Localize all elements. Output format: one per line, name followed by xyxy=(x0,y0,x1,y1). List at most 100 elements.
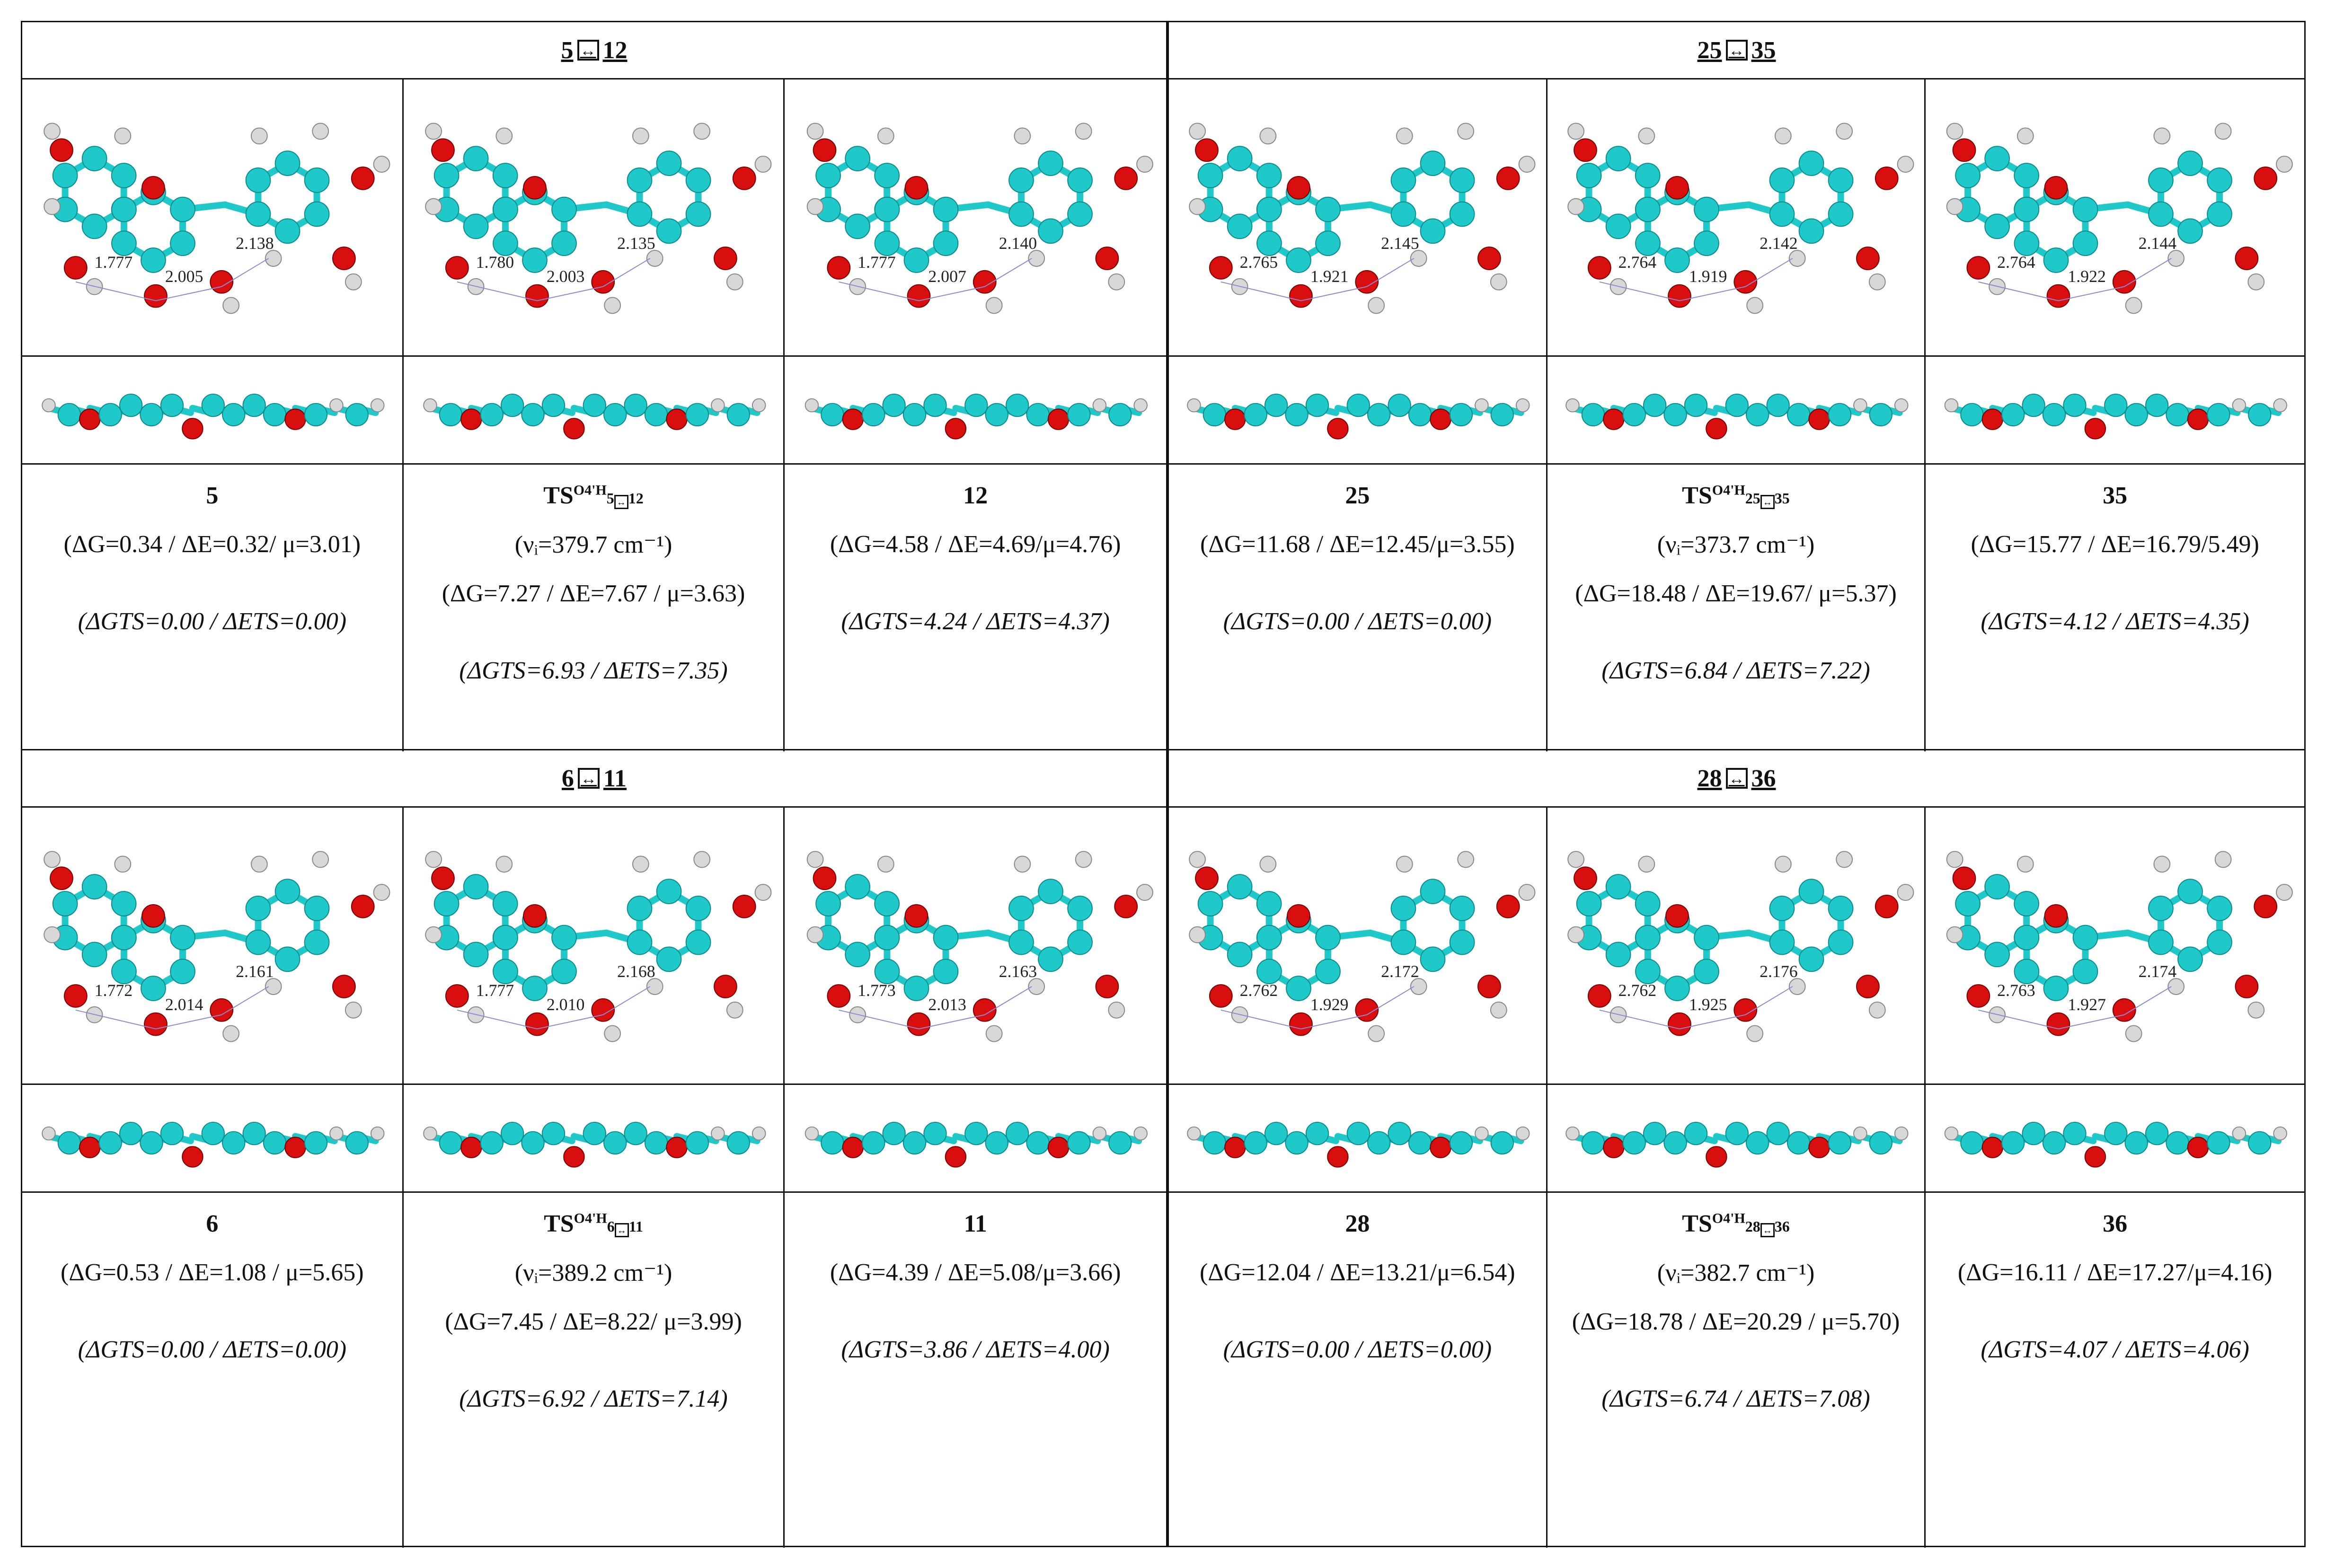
bond-distance-label: 2.762 xyxy=(1618,981,1656,1000)
title-compound-a: 28 xyxy=(1697,765,1722,792)
hydrogen-bond-lines xyxy=(457,986,650,1030)
title-compound-b: 11 xyxy=(603,765,627,792)
ts-relative-energy: (ΔGTS=6.93 / ΔETS=7.35) xyxy=(459,657,728,684)
interconversion-arrow-icon: ↔ xyxy=(577,40,599,61)
side-view-row xyxy=(1169,1085,2304,1193)
side-view-cell xyxy=(22,357,404,465)
ts-relative-energy: (ΔGTS=0.00 / ΔETS=0.00) xyxy=(1223,1336,1492,1363)
ts-superscript: O4'H xyxy=(1712,482,1745,498)
panel-title-label: 28↔36 xyxy=(1698,765,1776,793)
species-name: TSO4'H25↔35 xyxy=(1548,482,1925,510)
bond-distance-label: 2.010 xyxy=(547,995,585,1014)
hydrogen-bond-lines xyxy=(457,258,650,301)
ts-sub-a: 6 xyxy=(607,1218,615,1235)
hydrogen-bond-lines xyxy=(75,986,269,1030)
ts-relative-energy: (ΔGTS=0.00 / ΔETS=0.00) xyxy=(78,1336,347,1363)
ts-sub-a: 25 xyxy=(1745,490,1760,507)
ts-relative-energy: (ΔGTS=4.12 / ΔETS=4.35) xyxy=(1981,608,2249,635)
energy-cell: 36(ΔG=16.11 / ΔE=17.27/μ=4.16)(ΔGTS=4.07… xyxy=(1926,1193,2304,1548)
ts-arrow-icon: ↔ xyxy=(1760,495,1775,509)
energy-line-2: (ΔG=7.27 / ΔE=7.67 / μ=3.63) xyxy=(442,580,745,607)
hydrogen-bond-lines xyxy=(75,258,269,301)
ts-superscript: O4'H xyxy=(1712,1210,1745,1226)
ts-sub-b: 35 xyxy=(1774,490,1790,507)
bond-distance-label: 2.138 xyxy=(236,234,274,253)
side-view-cell xyxy=(1926,357,2304,465)
side-view-cell xyxy=(785,357,1166,465)
molecule-drawing xyxy=(425,851,772,1042)
molecule-drawing xyxy=(44,851,390,1042)
species-name: TSO4'H28↔36 xyxy=(1548,1210,1925,1238)
energy-cell: 11(ΔG=4.39 / ΔE=5.08/μ=3.66)(ΔGTS=3.86 /… xyxy=(785,1193,1166,1548)
bond-distance-label: 1.919 xyxy=(1689,267,1727,286)
side-view-drawing xyxy=(805,1121,1148,1168)
species-label: 28 xyxy=(1345,1210,1370,1237)
bond-distance-label: 2.003 xyxy=(547,267,585,286)
ts-relative-energy: (ΔGTS=6.74 / ΔETS=7.08) xyxy=(1601,1385,1870,1412)
species-label: TS xyxy=(1682,1210,1712,1237)
species-name: TSO4'H5↔12 xyxy=(404,482,784,510)
bond-distance-label: 1.777 xyxy=(95,253,133,272)
bond-distance-label: 2.161 xyxy=(236,962,274,981)
side-view-cell xyxy=(403,1085,785,1193)
side-view-row xyxy=(1169,357,2304,465)
energy-line-1: (ΔG=4.58 / ΔE=4.69/μ=4.76) xyxy=(830,531,1121,558)
bond-distance-label: 1.921 xyxy=(1310,267,1349,286)
molecule-drawing xyxy=(1946,123,2293,314)
ts-relative-energy: (ΔGTS=4.24 / ΔETS=4.37) xyxy=(841,608,1110,635)
bond-distance-label: 2.007 xyxy=(929,267,967,286)
species-label: 6 xyxy=(206,1210,219,1237)
species-label: 25 xyxy=(1345,482,1370,509)
ts-relative-energy: (ΔGTS=6.84 / ΔETS=7.22) xyxy=(1601,657,1870,684)
title-compound-a: 5 xyxy=(561,36,574,64)
energy-row: 5(ΔG=0.34 / ΔE=0.32/ μ=3.01)(ΔGTS=0.00 /… xyxy=(22,465,1166,751)
bond-distance-label: 2.163 xyxy=(999,962,1037,981)
title-compound-b: 36 xyxy=(1751,765,1776,792)
side-view-drawing xyxy=(1944,1121,2288,1168)
molecule-side-view xyxy=(423,393,766,440)
molecule-side-view xyxy=(1944,1121,2288,1168)
energy-line-1: (ΔG=0.53 / ΔE=1.08 / μ=5.65) xyxy=(61,1259,364,1286)
species-name: 5 xyxy=(22,482,402,510)
bond-distance-label: 1.772 xyxy=(95,981,133,1000)
hydrogen-bond-lines xyxy=(1978,986,2172,1030)
ts-sub-a: 28 xyxy=(1745,1218,1760,1235)
molecule-drawing xyxy=(806,851,1154,1042)
side-view-cell xyxy=(22,1085,404,1193)
molecule-drawing xyxy=(1567,123,1914,314)
side-view-cell xyxy=(403,357,785,465)
energy-line-1: (ΔG=4.39 / ΔE=5.08/μ=3.66) xyxy=(830,1259,1121,1286)
bond-distance-label: 2.172 xyxy=(1381,962,1419,981)
ts-relative-energy: (ΔGTS=3.86 / ΔETS=4.00) xyxy=(841,1336,1110,1363)
ts-sub-b: 12 xyxy=(628,490,644,507)
bond-distance-label: 2.144 xyxy=(2139,234,2177,253)
energy-line-1: (ΔG=15.77 / ΔE=16.79/5.49) xyxy=(1971,531,2259,558)
panel-title-label: 25↔35 xyxy=(1698,36,1776,64)
bond-distance-label: 1.773 xyxy=(858,981,896,1000)
species-name: 35 xyxy=(1926,482,2304,510)
species-name: 12 xyxy=(785,482,1166,510)
hydrogen-bond-lines xyxy=(1599,986,1793,1030)
energy-cell: 12 (ΔG=4.58 / ΔE=4.69/μ=4.76) (ΔGTS=4.24 /… xyxy=(785,465,1166,751)
bond-distance-label: 2.763 xyxy=(1997,981,2035,1000)
energy-row: 28(ΔG=12.04 / ΔE=13.21/μ=6.54)(ΔGTS=0.00… xyxy=(1169,1193,2304,1548)
panel-title-label: 6↔11 xyxy=(562,765,627,793)
bond-distance-label: 2.764 xyxy=(1997,253,2035,272)
molecule-side-view xyxy=(42,1121,385,1168)
energy-row: 6 (ΔG=0.53 / ΔE=1.08 / μ=5.65) (ΔGTS=0.00 … xyxy=(22,1193,1166,1548)
side-view-cell xyxy=(1547,357,1926,465)
molecule-drawing xyxy=(44,123,390,314)
